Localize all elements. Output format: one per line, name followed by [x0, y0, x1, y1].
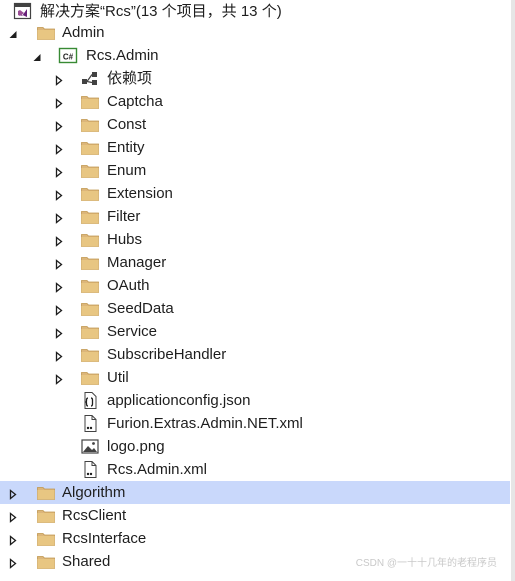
folder-icon: [36, 506, 56, 525]
tree-item-label: Hubs: [107, 231, 143, 248]
tree-item-label: Algorithm: [62, 484, 126, 501]
solution-label: 解决方案“Rcs”(13 个项目，共 13 个): [40, 3, 282, 20]
collapsed-arrow-icon[interactable]: [54, 165, 64, 178]
tree-item-rcsinterface[interactable]: RcsInterface: [0, 527, 510, 550]
tree-item-extension[interactable]: Extension: [0, 182, 510, 205]
xml-file-icon: [80, 460, 100, 479]
folder-icon: [36, 23, 56, 42]
folder-icon: [80, 184, 100, 203]
tree-item-util[interactable]: Util: [0, 366, 510, 389]
folder-icon: [80, 230, 100, 249]
collapsed-arrow-icon[interactable]: [54, 142, 64, 155]
collapsed-arrow-icon[interactable]: [8, 556, 18, 569]
dependencies-icon: [80, 69, 100, 88]
tree-item-label: RcsInterface: [62, 530, 147, 547]
json-file-icon: [80, 391, 100, 410]
tree-item-label: Entity: [107, 139, 145, 156]
collapsed-arrow-icon[interactable]: [54, 188, 64, 201]
expanded-arrow-icon[interactable]: [32, 50, 42, 61]
tree-item-rcs-admin[interactable]: C# Rcs.Admin: [0, 44, 510, 67]
collapsed-arrow-icon[interactable]: [8, 487, 18, 500]
tree-item-label: Admin: [62, 24, 105, 41]
tree-item-label: Rcs.Admin.xml: [107, 461, 208, 478]
tree-item-entity[interactable]: Entity: [0, 136, 510, 159]
tree-item-label: OAuth: [107, 277, 150, 294]
tree-item-label: Util: [107, 369, 129, 386]
folder-icon: [36, 529, 56, 548]
expanded-arrow-icon[interactable]: [8, 27, 18, 38]
solution-icon: [13, 2, 33, 21]
folder-icon: [80, 368, 100, 387]
tree-item-furion-xml[interactable]: Furion.Extras.Admin.NET.xml: [0, 412, 510, 435]
folder-icon: [80, 115, 100, 134]
collapsed-arrow-icon[interactable]: [54, 326, 64, 339]
csharp-project-icon: C#: [58, 46, 78, 65]
collapsed-arrow-icon[interactable]: [54, 349, 64, 362]
folder-icon: [80, 322, 100, 341]
collapsed-arrow-icon[interactable]: [54, 234, 64, 247]
collapsed-arrow-icon[interactable]: [54, 73, 64, 86]
tree-item-label: Const: [107, 116, 147, 133]
tree-item-seeddata[interactable]: SeedData: [0, 297, 510, 320]
tree-item-oauth[interactable]: OAuth: [0, 274, 510, 297]
tree-item-filter[interactable]: Filter: [0, 205, 510, 228]
folder-icon: [80, 276, 100, 295]
tree-item-service[interactable]: Service: [0, 320, 510, 343]
tree-item-label: Extension: [107, 185, 173, 202]
tree-item-label: Filter: [107, 208, 141, 225]
tree-item-logo[interactable]: logo.png: [0, 435, 510, 458]
folder-icon: [80, 138, 100, 157]
collapsed-arrow-icon[interactable]: [8, 510, 18, 523]
folder-icon: [36, 483, 56, 502]
tree-item-label: 依赖项: [107, 70, 153, 87]
tree-item-applicationconfig[interactable]: applicationconfig.json: [0, 389, 510, 412]
tree-item-subscribehandler[interactable]: SubscribeHandler: [0, 343, 510, 366]
tree-item-label: Furion.Extras.Admin.NET.xml: [107, 415, 303, 432]
image-file-icon: [80, 437, 100, 456]
tree-item-label: Service: [107, 323, 158, 340]
tree-item-label: logo.png: [107, 438, 165, 455]
collapsed-arrow-icon[interactable]: [8, 533, 18, 546]
vertical-scrollbar[interactable]: [511, 0, 515, 581]
tree-item-label: RcsClient: [62, 507, 127, 524]
folder-icon: [80, 345, 100, 364]
collapsed-arrow-icon[interactable]: [54, 280, 64, 293]
svg-text:C#: C#: [63, 53, 74, 62]
tree-item-label: SubscribeHandler: [107, 346, 227, 363]
tree-item-label: SeedData: [107, 300, 174, 317]
tree-item-captcha[interactable]: Captcha: [0, 90, 510, 113]
tree-item-label: Enum: [107, 162, 147, 179]
tree-item-manager[interactable]: Manager: [0, 251, 510, 274]
collapsed-arrow-icon[interactable]: [54, 211, 64, 224]
collapsed-arrow-icon[interactable]: [54, 372, 64, 385]
solution-root-row[interactable]: 解决方案“Rcs”(13 个项目，共 13 个): [0, 0, 510, 23]
tree-item-label: Manager: [107, 254, 167, 271]
folder-icon: [80, 207, 100, 226]
tree-item-label: Captcha: [107, 93, 163, 110]
folder-icon: [80, 299, 100, 318]
folder-icon: [80, 161, 100, 180]
tree-item-dependencies[interactable]: 依赖项: [0, 67, 510, 90]
folder-icon: [80, 92, 100, 111]
tree-item-algorithm[interactable]: Algorithm: [0, 481, 510, 504]
tree-item-label: Rcs.Admin: [86, 47, 159, 64]
collapsed-arrow-icon[interactable]: [54, 303, 64, 316]
tree-item-rcsclient[interactable]: RcsClient: [0, 504, 510, 527]
tree-item-const[interactable]: Const: [0, 113, 510, 136]
tree-item-shared[interactable]: Shared: [0, 550, 510, 573]
tree-item-admin[interactable]: Admin: [0, 21, 510, 44]
xml-file-icon: [80, 414, 100, 433]
tree-item-label: applicationconfig.json: [107, 392, 251, 409]
tree-item-enum[interactable]: Enum: [0, 159, 510, 182]
collapsed-arrow-icon[interactable]: [54, 119, 64, 132]
tree-item-rcs-admin-xml[interactable]: Rcs.Admin.xml: [0, 458, 510, 481]
collapsed-arrow-icon[interactable]: [54, 257, 64, 270]
folder-icon: [80, 253, 100, 272]
tree-item-hubs[interactable]: Hubs: [0, 228, 510, 251]
tree-item-label: Shared: [62, 553, 111, 570]
collapsed-arrow-icon[interactable]: [54, 96, 64, 109]
folder-icon: [36, 552, 56, 571]
watermark: CSDN @一十十几年的老程序员: [355, 558, 497, 569]
